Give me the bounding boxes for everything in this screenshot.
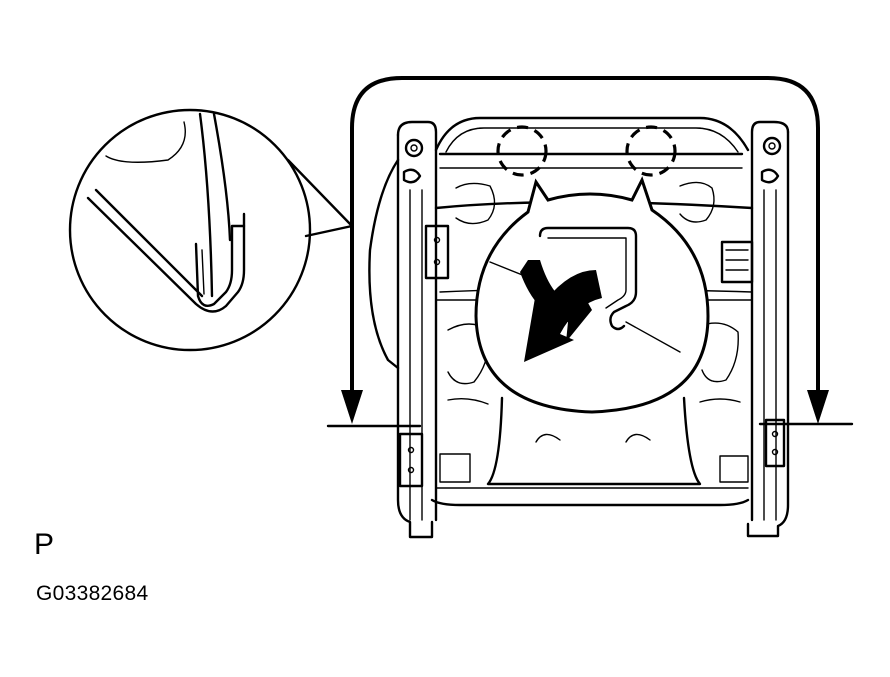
seat-back-frame	[368, 116, 790, 539]
figure-code: G03382684	[36, 582, 149, 605]
hook-location-marker-left	[496, 125, 548, 177]
removal-direction-arrow	[341, 76, 829, 424]
hook-detail-magnifier	[68, 108, 354, 352]
view-label: P	[34, 528, 55, 561]
hook-location-marker-right	[625, 125, 677, 177]
rotation-detail-circle	[474, 176, 710, 414]
